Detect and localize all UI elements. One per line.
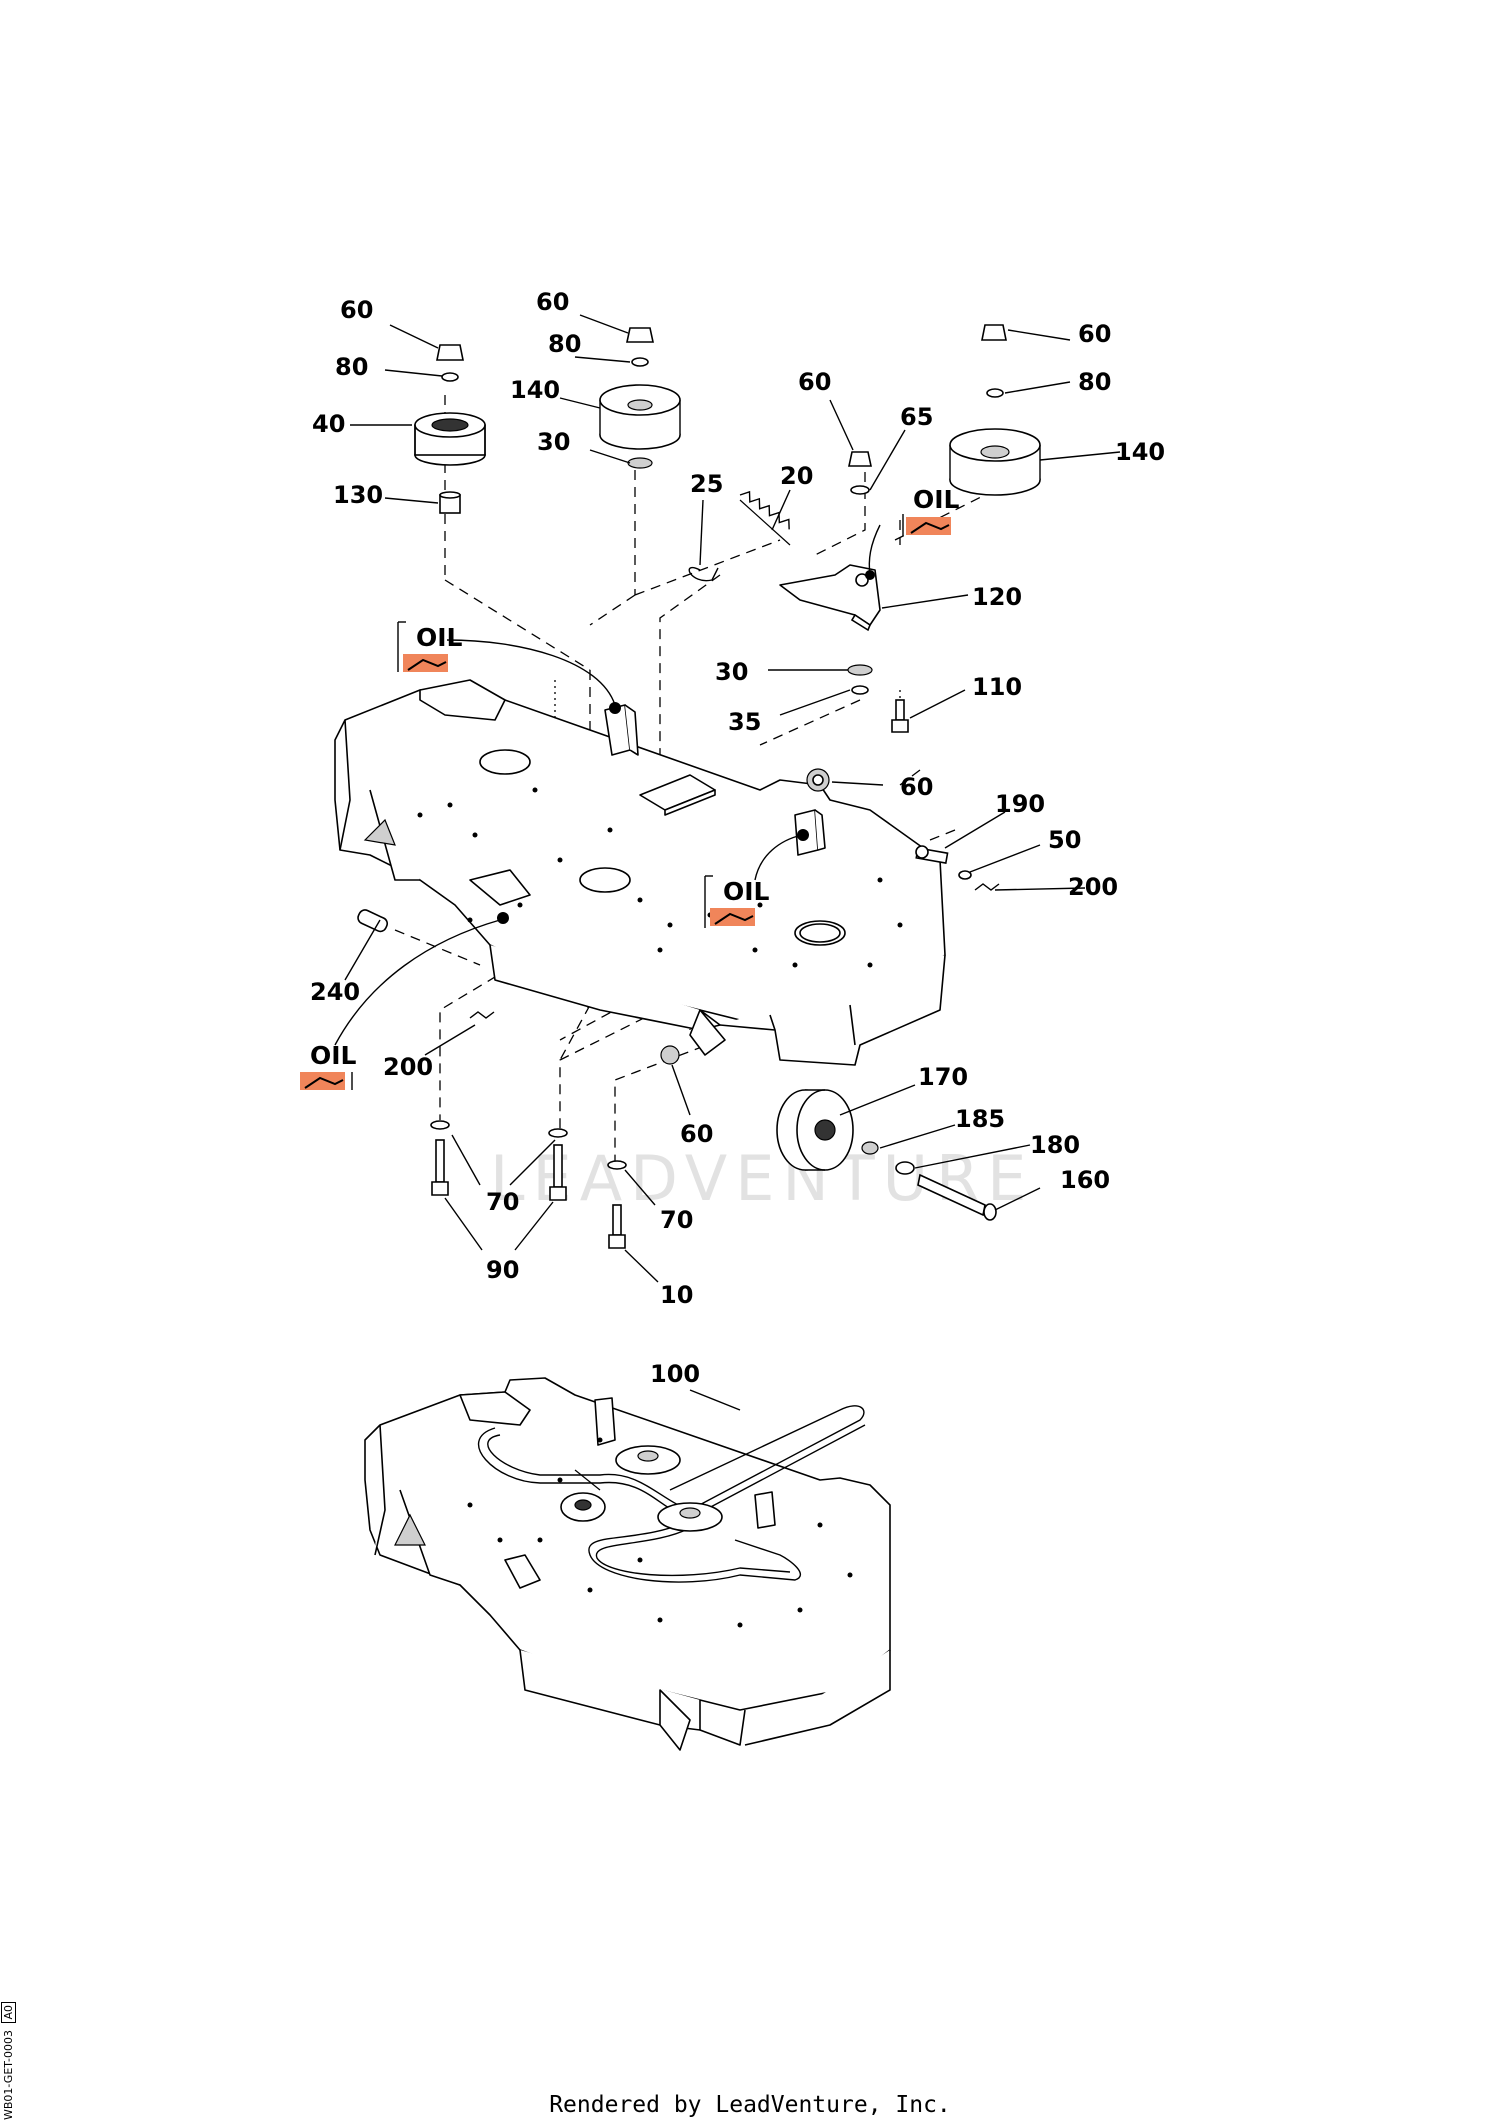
bolt-90-b <box>549 1144 567 1201</box>
callout-labels: 60 80 40 130 60 80 140 30 25 20 60 65 60… <box>310 288 1165 1388</box>
callout-80: 80 <box>335 353 368 381</box>
idler-pulley-40 <box>414 412 486 466</box>
spring-20 <box>739 490 791 546</box>
callout-60: 60 <box>798 368 831 396</box>
washer-70-a <box>430 1120 450 1130</box>
callout-200: 200 <box>1068 873 1118 901</box>
mower-deck-exploded <box>334 679 946 1066</box>
oil-can-icon <box>403 654 448 672</box>
callout-140: 140 <box>510 376 560 404</box>
washer-70-c <box>607 1160 627 1170</box>
washer-180 <box>895 1161 915 1175</box>
callout-35: 35 <box>728 708 761 736</box>
callout-30: 30 <box>537 428 570 456</box>
callout-40: 40 <box>312 410 345 438</box>
oil-leaders <box>334 524 881 1046</box>
washer-70-b <box>548 1128 568 1138</box>
callout-140: 140 <box>1115 438 1165 466</box>
callout-240: 240 <box>310 978 360 1006</box>
revision-box: A0 <box>1 2002 16 2023</box>
washer-30-b <box>847 664 873 676</box>
nut-60-f <box>660 1045 680 1065</box>
callout-190: 190 <box>995 790 1045 818</box>
nut-60-c <box>848 451 872 467</box>
pulley-140-b <box>949 428 1041 496</box>
oil-label-4: OIL <box>310 1041 357 1070</box>
callout-70: 70 <box>660 1206 693 1234</box>
bolt-110 <box>891 699 909 733</box>
callout-120: 120 <box>972 583 1022 611</box>
callout-130: 130 <box>333 481 383 509</box>
mower-deck-assembled <box>364 1377 891 1751</box>
callout-170: 170 <box>918 1063 968 1091</box>
oil-label-2: OIL <box>913 485 960 514</box>
clip-200-b <box>469 1011 495 1019</box>
bolt-10 <box>608 1204 626 1249</box>
callout-100: 100 <box>650 1360 700 1388</box>
callout-60: 60 <box>1078 320 1111 348</box>
washer-185 <box>861 1141 879 1155</box>
idler-arm-120 <box>779 564 881 632</box>
washer-80-a <box>441 372 459 382</box>
footer-rendered-by: Rendered by LeadVenture, Inc. <box>549 2092 951 2118</box>
leader-lines <box>344 314 1121 1411</box>
callout-20: 20 <box>780 462 813 490</box>
oil-marker-2: OIL <box>902 485 960 536</box>
clip-200-a <box>974 883 1000 891</box>
washer-35 <box>851 685 869 695</box>
callout-10: 10 <box>660 1281 693 1309</box>
wheel-170 <box>776 1089 854 1171</box>
callout-90: 90 <box>486 1256 519 1284</box>
pulley-140-a <box>599 384 681 450</box>
callout-200: 200 <box>383 1053 433 1081</box>
nut-60-b <box>626 327 654 343</box>
callout-60: 60 <box>340 296 373 324</box>
callout-60: 60 <box>536 288 569 316</box>
callout-50: 50 <box>1048 826 1081 854</box>
washer-80-b <box>631 357 649 367</box>
callout-65: 65 <box>900 403 933 431</box>
oil-can-icon <box>300 1072 345 1090</box>
bolt-90-a <box>431 1139 449 1196</box>
callout-180: 180 <box>1030 1131 1080 1159</box>
callout-30: 30 <box>715 658 748 686</box>
spacer-130 <box>439 491 461 514</box>
washer-30-a <box>627 457 653 469</box>
callout-110: 110 <box>972 673 1022 701</box>
callout-60: 60 <box>680 1120 713 1148</box>
oil-marker-1: OIL <box>397 621 463 672</box>
callout-70: 70 <box>486 1188 519 1216</box>
oil-marker-4: OIL <box>300 1041 357 1090</box>
watermark-text: LEADVENTURE <box>490 1142 1034 1215</box>
oil-marker-3: OIL <box>704 875 770 928</box>
washer-80-c <box>986 388 1004 398</box>
callout-80: 80 <box>1078 368 1111 396</box>
nut-60-e <box>806 768 830 792</box>
oil-label-1: OIL <box>416 623 463 652</box>
callout-80: 80 <box>548 330 581 358</box>
oil-label-3: OIL <box>723 877 770 906</box>
washer-65 <box>850 485 870 495</box>
oil-can-icon <box>906 517 951 535</box>
callout-25: 25 <box>690 470 723 498</box>
oil-can-icon <box>710 908 755 926</box>
callout-160: 160 <box>1060 1166 1110 1194</box>
pin-190 <box>915 845 949 864</box>
nut-60-a <box>436 344 464 361</box>
washer-50 <box>958 870 972 880</box>
nut-60-d <box>981 324 1007 341</box>
pin-240 <box>357 909 389 933</box>
link-25 <box>688 567 719 582</box>
callout-60: 60 <box>900 773 933 801</box>
bolt-160 <box>917 1173 997 1221</box>
callout-185: 185 <box>955 1105 1005 1133</box>
